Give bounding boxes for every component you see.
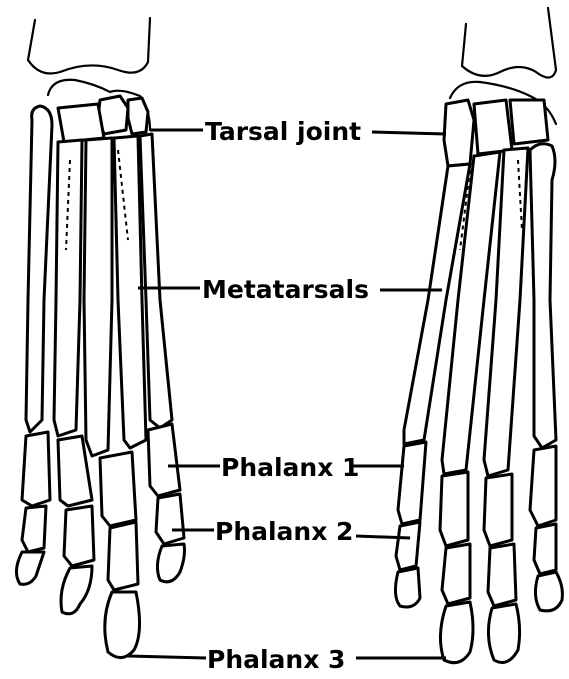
right-phalanx2-digit-3	[488, 544, 516, 606]
label-tarsal-joint-group: Tarsal joint	[150, 117, 446, 146]
right-phalanx1-digit-3	[484, 474, 512, 546]
tarsal-joint-label: Tarsal joint	[205, 117, 361, 146]
left-metatarsal-3	[84, 138, 112, 456]
right-phalanx2-digit-1	[396, 522, 420, 570]
left-phalanx2-digit-4	[156, 494, 184, 544]
left-claw-digit-2	[61, 566, 92, 614]
right-phalanx1-digit-1	[398, 442, 426, 524]
right-tarsal-bone-3	[510, 100, 548, 144]
left-outer-splint-bone	[26, 106, 52, 432]
left-phalanx2-digit-1	[22, 506, 46, 552]
right-claw-digit-4	[535, 572, 562, 611]
left-claw-digit-1	[16, 552, 44, 584]
left-phalanx2-digit-2	[64, 506, 94, 566]
right-phalanx1-digit-4	[530, 446, 556, 526]
right-tarsal-bone-1	[444, 100, 474, 166]
phalanx-2-leader-right	[356, 536, 410, 538]
right-foot	[395, 8, 562, 663]
left-phalanx1-digit-4	[148, 424, 180, 496]
left-phalanx1-digit-1	[22, 432, 50, 506]
tarsal-joint-leader-right	[372, 132, 446, 134]
left-leg-bone-outline	[28, 18, 150, 74]
left-phalanx1-digit-3	[100, 452, 136, 526]
left-claw-digit-3	[105, 592, 140, 658]
right-tarsal-bone-2	[474, 100, 512, 154]
right-claw-digit-1	[395, 568, 420, 607]
left-claw-digit-4	[157, 544, 184, 582]
right-leg-bone-outline	[462, 8, 556, 78]
right-claw-digit-3	[488, 604, 519, 662]
phalanx-3-label: Phalanx 3	[207, 645, 345, 674]
phalanx-1-label: Phalanx 1	[221, 453, 359, 482]
right-outer-splint-bone	[530, 144, 556, 448]
left-foot	[16, 18, 184, 658]
label-phalanx-1-group: Phalanx 1	[168, 453, 404, 482]
label-phalanx-2-group: Phalanx 2	[172, 517, 410, 546]
left-tarsal-bone-2	[128, 98, 148, 134]
label-metatarsals-group: Metatarsals	[138, 275, 442, 304]
right-phalanx2-digit-2	[442, 544, 470, 604]
right-phalanx1-digit-2	[440, 472, 468, 546]
phalanx-2-label: Phalanx 2	[215, 517, 353, 546]
left-phalanx2-digit-3	[108, 522, 138, 590]
left-tarsal-bone-3	[58, 104, 104, 142]
metatarsals-label: Metatarsals	[202, 275, 369, 304]
label-phalanx-3-group: Phalanx 3	[128, 645, 446, 674]
right-phalanx2-digit-4	[534, 524, 556, 574]
right-claw-digit-2	[440, 602, 473, 663]
phalanx-3-leader-left	[128, 656, 206, 658]
